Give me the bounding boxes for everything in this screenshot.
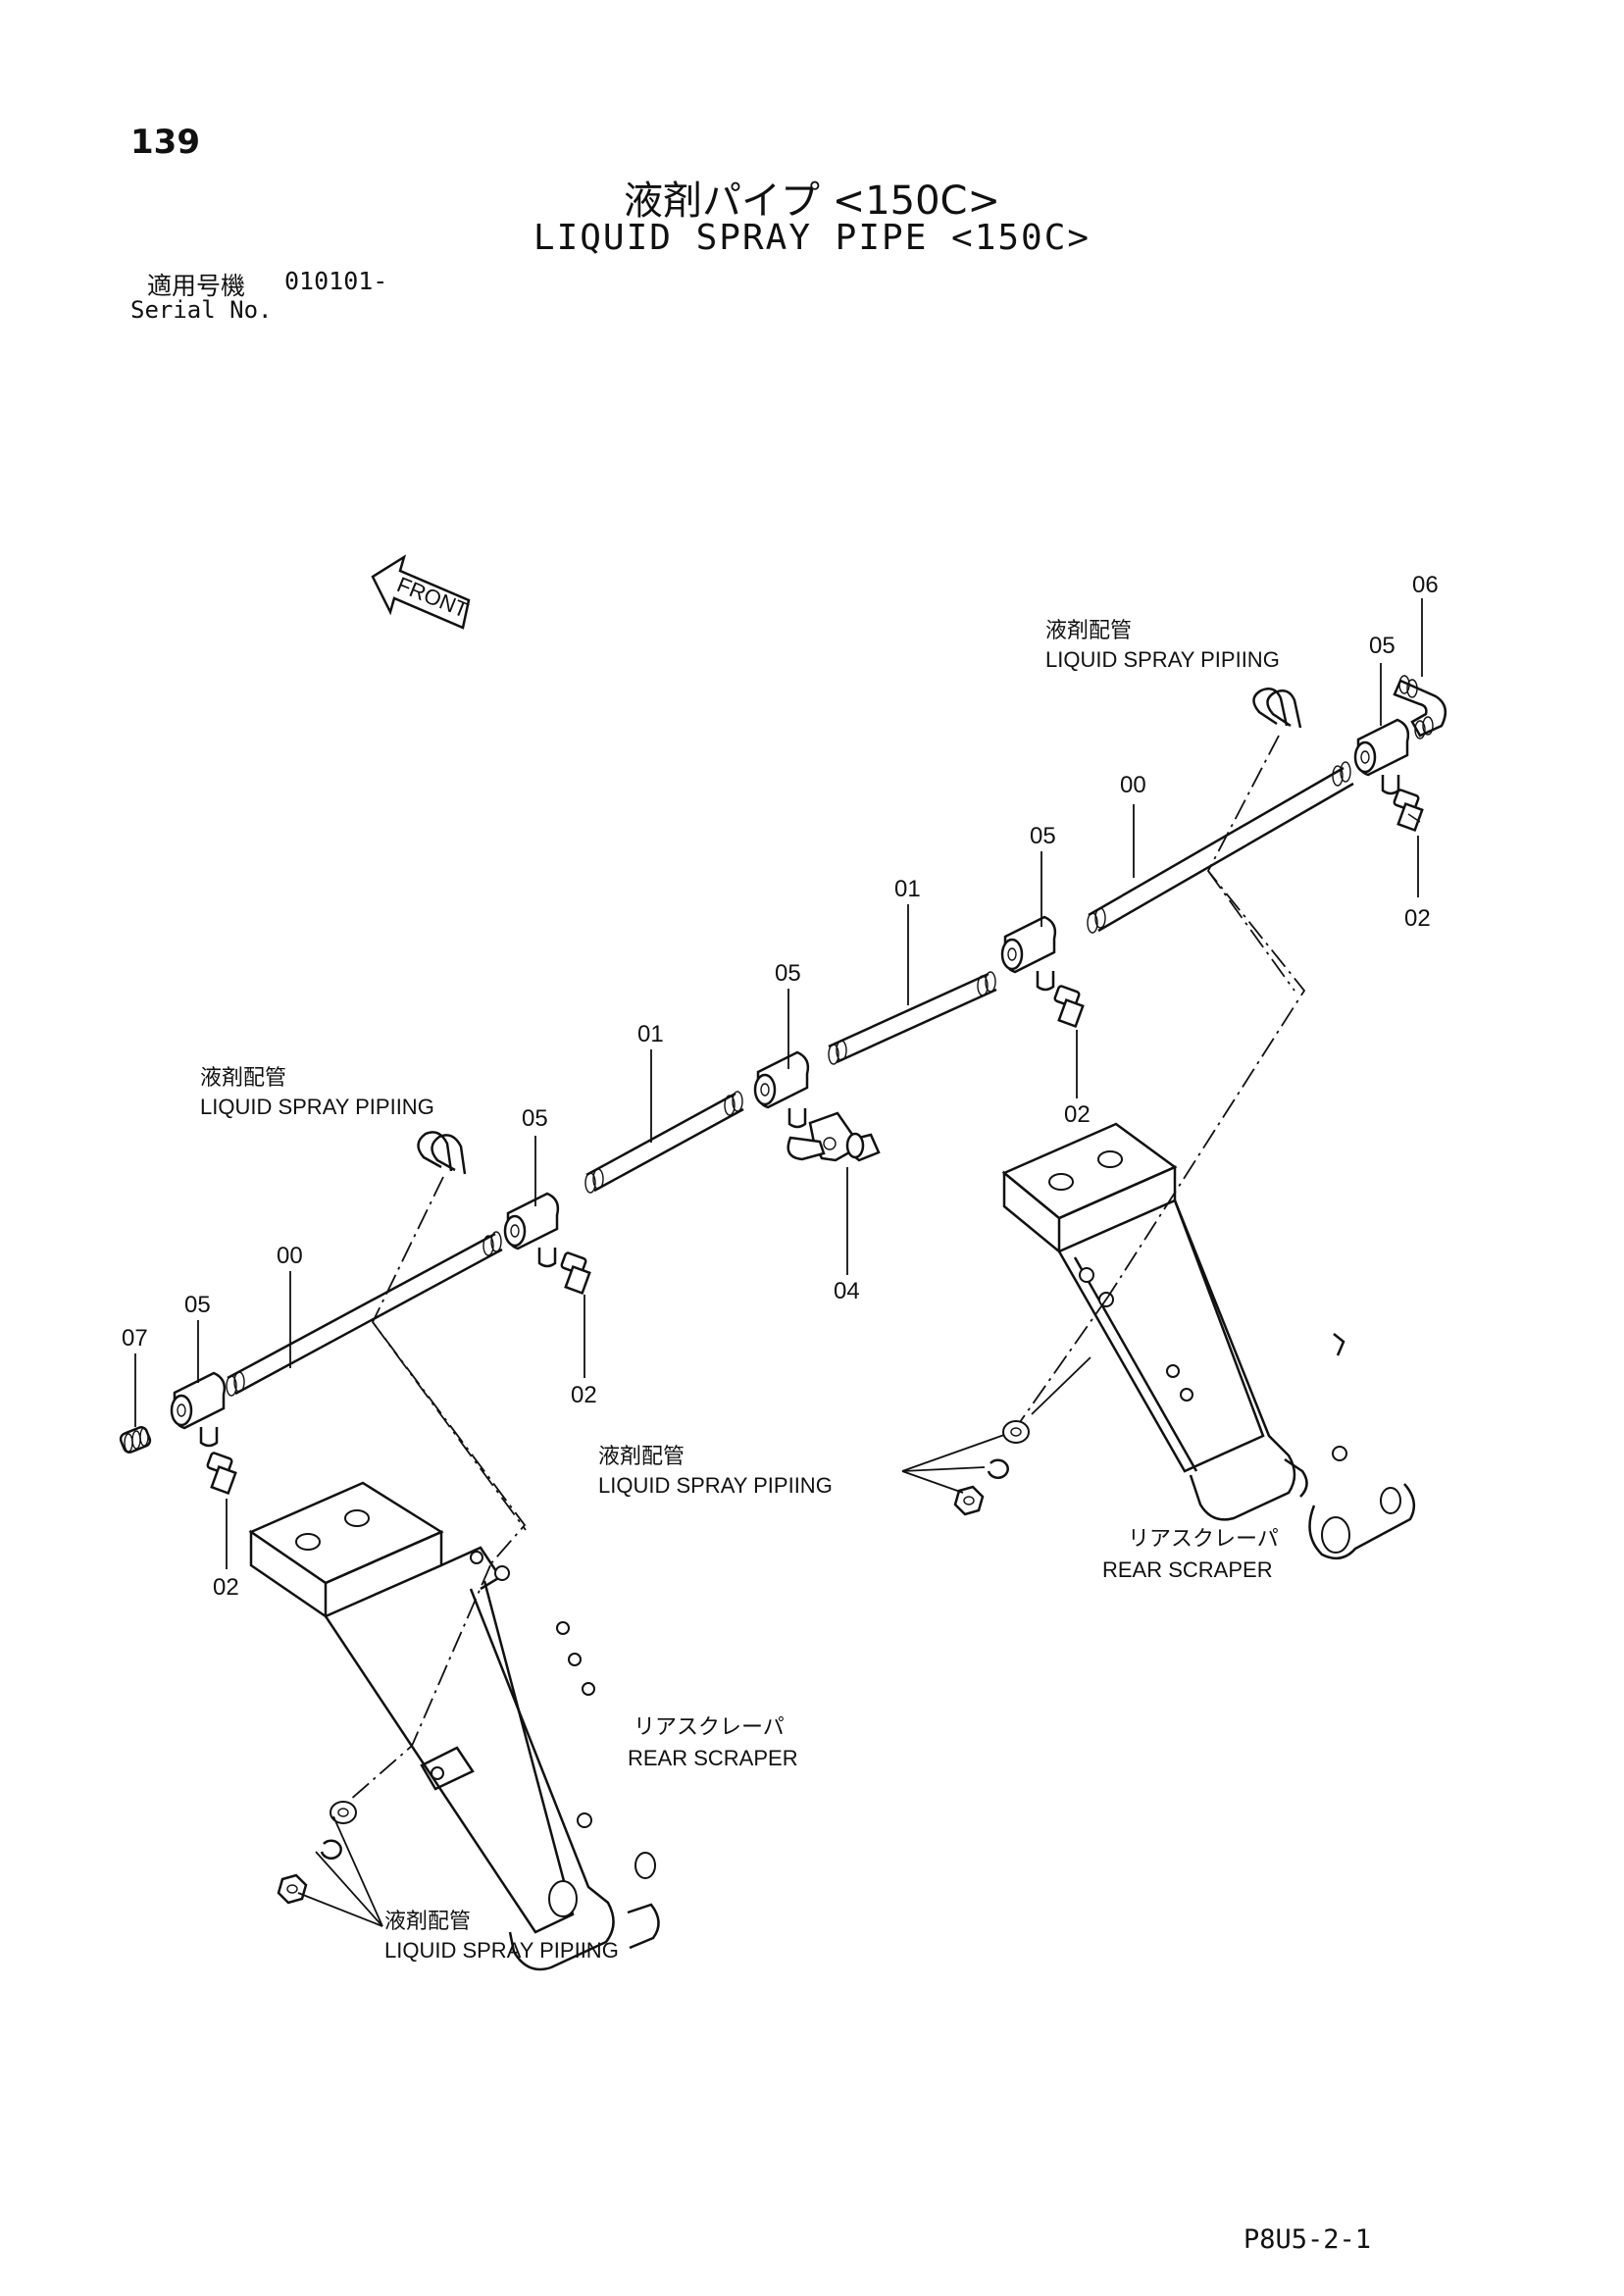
piping-label-en: LIQUID SPRAY PIPIING [384, 1938, 619, 1963]
callout-04: 04 [834, 1278, 860, 1304]
nozzle [1053, 985, 1085, 1029]
callout-01: 01 [894, 876, 921, 902]
pipe-assembly [119, 598, 1447, 1569]
callout-07: 07 [122, 1325, 148, 1352]
title-english: LIQUID SPRAY PIPE <150C> [533, 218, 1091, 258]
piping-label-jp: 液剤配管 [1045, 618, 1132, 642]
callout-02: 02 [1064, 1101, 1091, 1128]
nozzle [206, 1452, 237, 1496]
rear-scraper-right [1001, 1122, 1416, 1560]
serial-label-japanese: 適用号機 [147, 272, 246, 300]
callout-02: 02 [213, 1574, 239, 1601]
title-japanese: 液剤パイプ <150C> [623, 179, 1001, 224]
scraper-label-en: REAR SCRAPER [1102, 1557, 1273, 1582]
front-arrow-icon: FRONT [371, 554, 472, 630]
serial-value: 010101- [284, 267, 388, 295]
washer-nut-set-right [953, 1420, 1030, 1516]
tee-fitting [170, 1371, 227, 1448]
callout-02: 02 [1404, 905, 1431, 932]
callout-05: 05 [522, 1105, 548, 1132]
tee-fitting [1353, 718, 1410, 795]
tee-fitting [503, 1192, 560, 1268]
callout-05: 05 [1369, 633, 1396, 659]
document-code: P8U5-2-1 [1243, 2224, 1372, 2255]
elbow-fitting [1393, 675, 1447, 740]
u-bolt [1252, 688, 1302, 729]
piping-label-en: LIQUID SPRAY PIPIING [598, 1473, 833, 1498]
callout-05: 05 [184, 1292, 211, 1318]
serial-label-english: Serial No. [130, 296, 273, 324]
callout-01: 01 [637, 1021, 664, 1047]
nozzle [560, 1251, 591, 1296]
tee-fitting [1000, 915, 1057, 992]
piping-label-jp: 液剤配管 [598, 1444, 685, 1468]
plug-fitting [119, 1426, 152, 1454]
rear-scraper-left [248, 1481, 660, 1971]
piping-label-jp: 液剤配管 [384, 1909, 471, 1933]
u-bolt [417, 1131, 467, 1175]
scraper-label-jp: リアスクレーパ [1128, 1526, 1279, 1551]
callout-02: 02 [571, 1382, 597, 1408]
washer-nut-set-left [277, 1801, 357, 1905]
callout-05: 05 [775, 960, 801, 987]
piping-label-jp: 液剤配管 [200, 1065, 286, 1090]
callout-00: 00 [277, 1243, 303, 1269]
callout-05: 05 [1030, 823, 1056, 849]
callout-06: 06 [1412, 572, 1439, 598]
nozzle [1393, 789, 1424, 833]
piping-label-en: LIQUID SPRAY PIPIING [1045, 647, 1280, 672]
tee-fitting [753, 1050, 810, 1129]
piping-label-en: LIQUID SPRAY PIPIING [200, 1095, 434, 1119]
page-number: 139 [130, 123, 200, 162]
callout-00: 00 [1120, 772, 1146, 798]
scraper-label-jp: リアスクレーパ [634, 1714, 785, 1739]
valve [787, 1111, 881, 1162]
scraper-label-en: REAR SCRAPER [628, 1746, 798, 1770]
